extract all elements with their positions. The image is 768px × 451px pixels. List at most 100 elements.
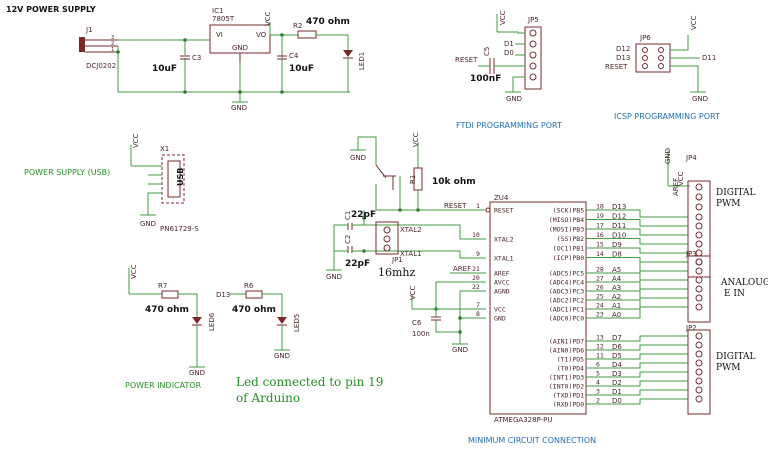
- r7-ref: R7: [158, 282, 167, 290]
- mcu-pin-27-number: 27: [596, 275, 604, 283]
- header-pin-D0: [695, 395, 703, 403]
- mcu-pin-10-name: XTAL2: [494, 236, 514, 244]
- mcu-pin-24-name: (ADC1)PC1: [549, 306, 584, 314]
- jp1-ref: JP1: [391, 256, 403, 264]
- gnd-label-usb: GND: [140, 220, 156, 228]
- wire-D9: [586, 247, 688, 254]
- crystal-circuit: GND C1 C2 22pF 22pF JP1 16mhz XTAL2 XTAL…: [326, 210, 486, 281]
- icsp-port: JP6 D12 D13 RESET D11 VCC GND ICSP PROGR…: [605, 15, 720, 121]
- net-D0-label: D0: [612, 397, 622, 405]
- header-top-l1: DIGITAL: [716, 188, 756, 198]
- header-bot-l2: PWM: [716, 363, 741, 373]
- wire-D5: [586, 353, 688, 360]
- mcu-pin-4-number: 4: [596, 379, 600, 387]
- r2-value: 470 ohm: [306, 17, 350, 27]
- wire-D3: [586, 371, 688, 378]
- mcu-pin-7-name: VCC: [494, 306, 506, 314]
- icsp-pin-reset: RESET: [605, 63, 628, 71]
- mcu-pin-1-number: 1: [476, 202, 480, 210]
- r7-value: 470 ohm: [145, 305, 189, 315]
- mcu-pin-26-number: 26: [596, 284, 604, 292]
- mcu-pin-14-number: 14: [596, 250, 604, 258]
- c4-ref: C4: [289, 52, 299, 60]
- mcu-pin-22-number: 22: [472, 283, 480, 291]
- mcu-pin-18-name: (SCK)PB5: [553, 207, 584, 215]
- wire-D10: [586, 238, 688, 245]
- r6-ref: R6: [244, 282, 254, 290]
- mcu-pin-16-number: 16: [596, 231, 604, 239]
- net-D2-label: D2: [612, 379, 622, 387]
- net-D7-label: D7: [612, 334, 622, 342]
- header-pin-extra-2: [695, 203, 703, 211]
- led1: LED1: [343, 50, 366, 70]
- header-pin-D11: [695, 231, 703, 239]
- gnd-label-reset: GND: [350, 154, 366, 162]
- c3-value: 10uF: [152, 64, 177, 74]
- gnd-label-icsp: GND: [692, 95, 708, 103]
- vcc-label-ftdi: VCC: [499, 10, 507, 25]
- mcu-pin-21-name: AREF: [494, 270, 510, 278]
- wire-D8: [586, 257, 688, 263]
- capacitor-c3: 10uF C3: [152, 54, 201, 74]
- c5-value: 100nF: [470, 74, 501, 84]
- r2-ref: R2: [293, 22, 302, 30]
- mcu-pin-22-name: AGND: [494, 288, 510, 296]
- regulator-ic1: IC1 7805T VI VO GND: [209, 7, 271, 62]
- usb-part: PN61729-S: [160, 225, 199, 233]
- mcu-pin-20-name: AVCC: [494, 279, 510, 287]
- d13-label: D13: [216, 291, 230, 299]
- note-line1: Led connected to pin 19: [236, 375, 383, 389]
- zu4-ref: ZU4: [494, 194, 509, 202]
- c6-ref: C6: [412, 319, 422, 327]
- wire-D13: [586, 209, 688, 218]
- r1-ref: R1: [409, 175, 417, 184]
- note-line2: of Arduino: [236, 391, 300, 405]
- net-A5-label: A5: [612, 266, 621, 274]
- net-A1-label: A1: [612, 302, 621, 310]
- pin-headers: JP4 JP3 JP2 DIGITAL PWM ANALOUG E IN DIG…: [664, 148, 768, 415]
- led1-ref: LED1: [358, 52, 366, 70]
- r1-value: 10k ohm: [432, 177, 476, 187]
- wire-A3: [586, 279, 688, 292]
- vcc-label-jp4: VCC: [677, 171, 685, 186]
- wire-D1: [586, 389, 688, 396]
- wire-A0: [586, 306, 688, 319]
- net-D12-label: D12: [612, 213, 626, 221]
- title-minimum-circuit: MINIMUM CIRCUIT CONNECTION: [468, 436, 596, 445]
- jp5-ref: JP5: [527, 16, 539, 24]
- gnd-label-ftdi: GND: [506, 95, 522, 103]
- mcu-pin-25-name: (ADC2)PC2: [549, 297, 584, 305]
- mcu-pin-1-name: RESET: [494, 207, 514, 215]
- wire-D11: [586, 228, 688, 236]
- c1-value: 22pF: [351, 210, 376, 220]
- mcu-pin-12-name: (AIN0)PD6: [549, 347, 584, 355]
- net-D9-label: D9: [612, 241, 622, 249]
- mcu-atmega328p: ZU4 ATMEGA328P-PU 1RESET10XTAL29XTAL121A…: [472, 194, 688, 424]
- mcu-pin-13-number: 13: [596, 334, 604, 342]
- header-analog-l2: E IN: [724, 289, 745, 299]
- led5-ref: LED5: [293, 314, 301, 332]
- header-pin-A1: [695, 294, 703, 302]
- net-A3-label: A3: [612, 284, 621, 292]
- wire-D4: [586, 362, 688, 369]
- ftdi-pin-d0: D0: [504, 49, 514, 57]
- crystal-freq: 16mhz: [378, 266, 416, 279]
- mcu-pin-12-number: 12: [596, 343, 604, 351]
- mcu-pin-28-number: 28: [596, 266, 604, 274]
- r6-value: 470 ohm: [232, 305, 276, 315]
- mcu-pin-8-name: GND: [494, 315, 506, 323]
- icsp-pin-d13: D13: [616, 54, 630, 62]
- ic1-vo: VO: [256, 31, 267, 39]
- header-pin-D5: [695, 350, 703, 358]
- gnd-label-indicator: GND: [189, 369, 205, 377]
- aref-net: AREF: [453, 265, 471, 273]
- jp4-ref: JP4: [685, 154, 697, 162]
- mcu-pin-26-name: (ADC3)PC3: [549, 288, 584, 296]
- c2-value: 22pF: [345, 259, 370, 269]
- title-icsp: ICSP PROGRAMMING PORT: [614, 112, 720, 121]
- header-bot-l1: DIGITAL: [716, 352, 756, 362]
- wire-A4: [586, 270, 688, 283]
- dc-jack-j1: J1 3 2 1 DCJ0202: [79, 26, 118, 70]
- mcu-pin-15-name: (OC1)PB1: [553, 245, 584, 253]
